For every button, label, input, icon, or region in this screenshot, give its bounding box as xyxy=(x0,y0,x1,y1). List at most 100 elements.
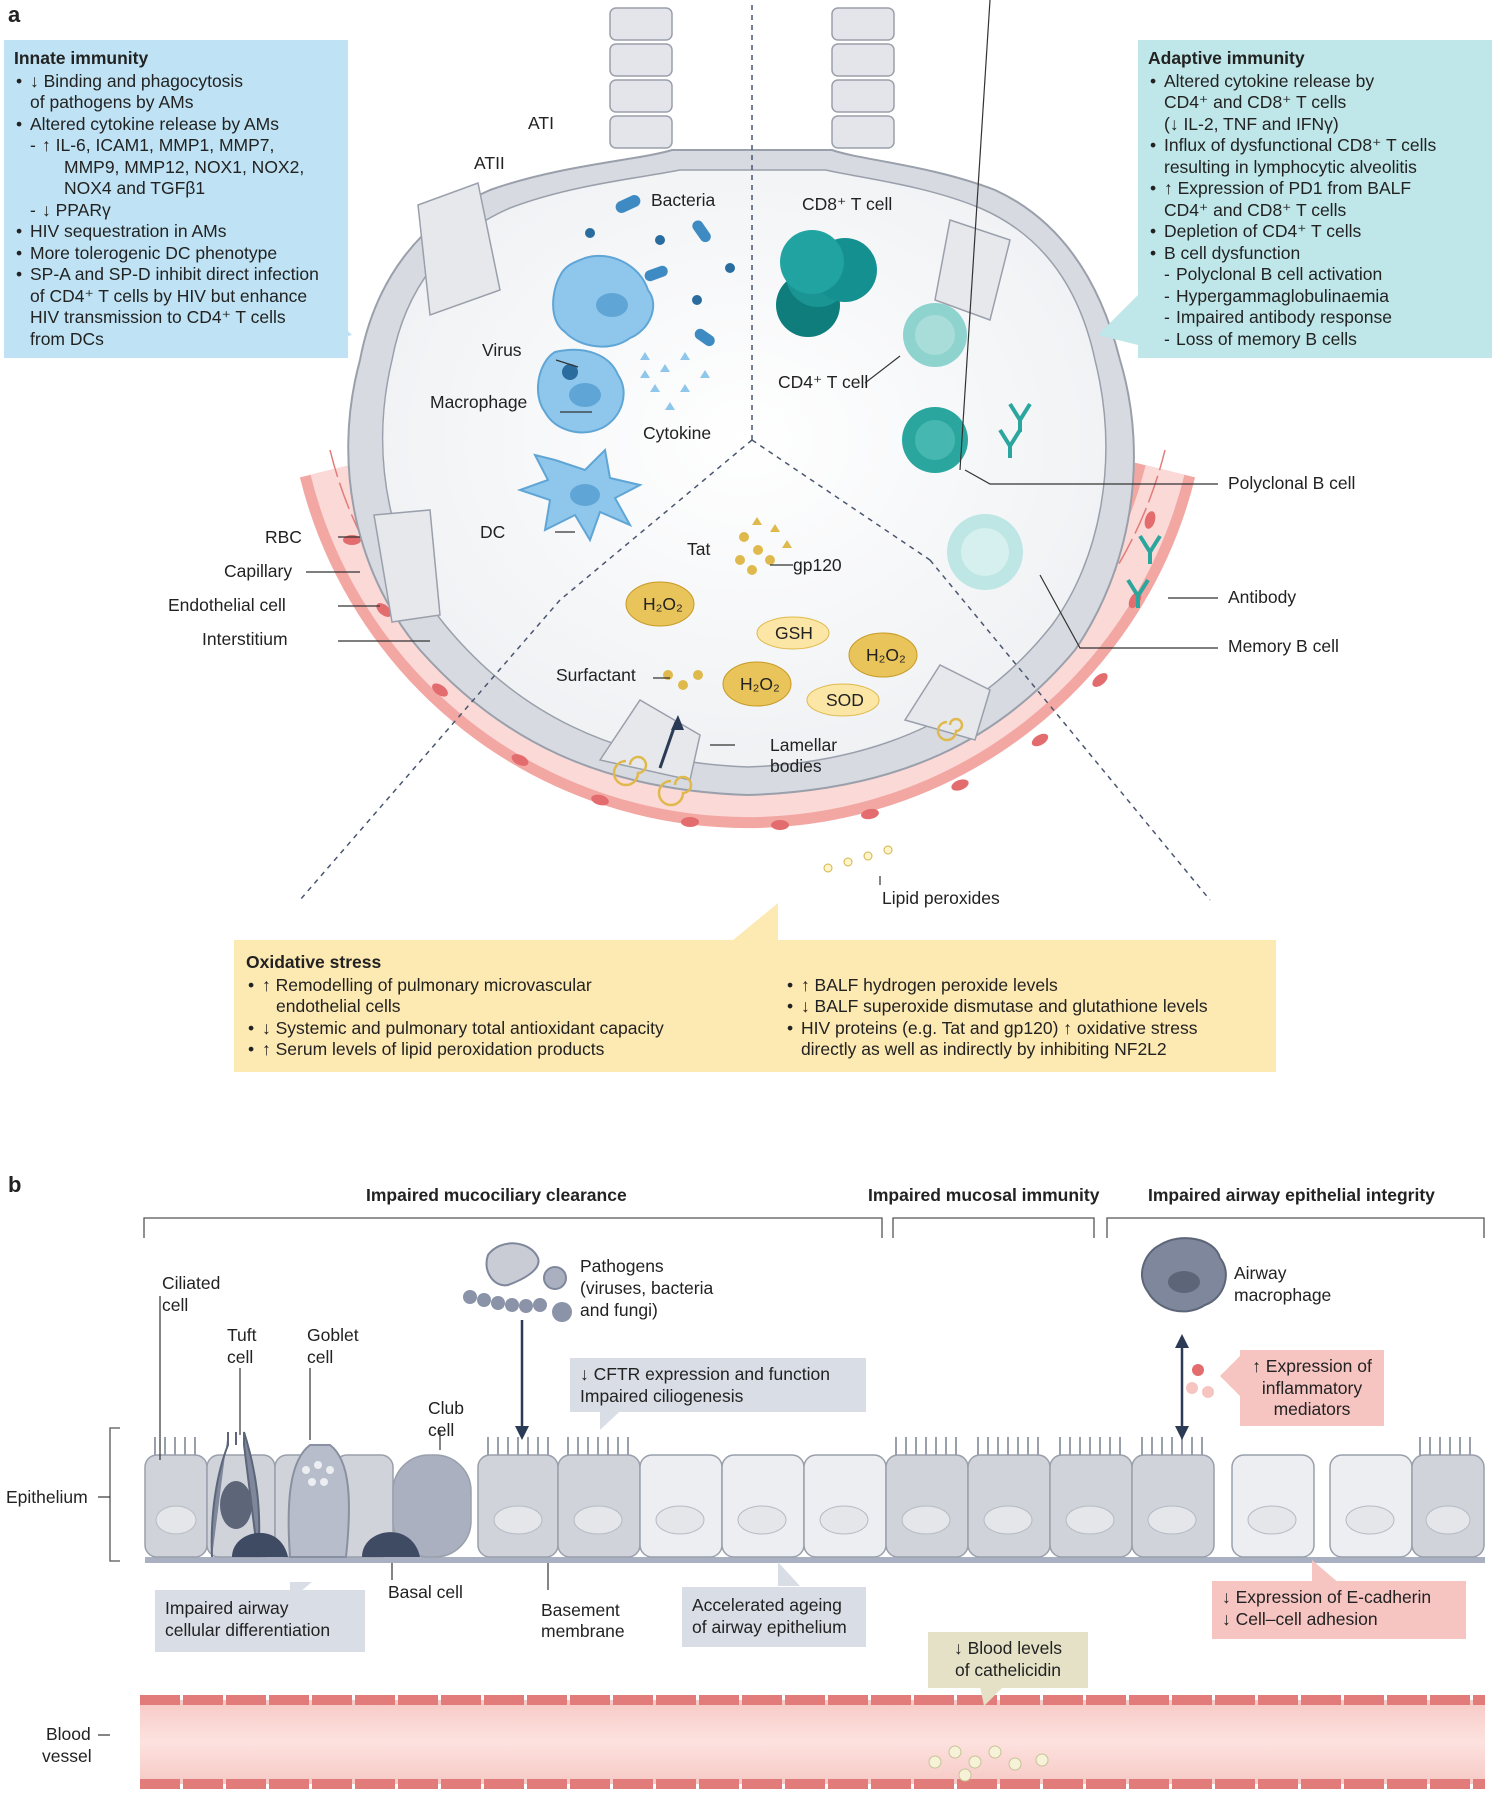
label-capillary: Capillary xyxy=(224,561,293,581)
label-h2o2: H₂O₂ xyxy=(740,674,780,694)
ecad-line: ↓ Cell–cell adhesion xyxy=(1222,1608,1378,1629)
label-club: cell xyxy=(428,1420,455,1440)
label-cytokine: Cytokine xyxy=(643,423,712,443)
adaptive-item: CD4⁺ and CD8⁺ T cells xyxy=(1164,92,1347,112)
cathelicidin-dots xyxy=(928,1745,1049,1782)
panel-letter-a: a xyxy=(8,2,21,27)
inflam-line: mediators xyxy=(1273,1399,1351,1419)
airway-tube xyxy=(609,7,895,149)
label-tuft: Tuft xyxy=(227,1325,257,1345)
innate-item: ↓ Binding and phagocytosis xyxy=(14,71,338,93)
diff-line: Impaired airway xyxy=(165,1598,289,1618)
innate-item: HIV sequestration in AMs xyxy=(14,221,338,243)
inflam-line: inflammatory xyxy=(1261,1377,1363,1398)
macrophage-arrowhead-up xyxy=(1175,1334,1189,1348)
innate-item: NOX4 and TGFβ1 xyxy=(64,178,206,198)
adaptive-item: Altered cytokine release by xyxy=(1148,71,1482,93)
virus-particles xyxy=(585,228,735,305)
header-brackets xyxy=(109,1217,1485,1562)
macrophage-arrowhead-down xyxy=(1175,1426,1189,1440)
label-goblet: Goblet xyxy=(307,1325,359,1345)
lamellar-bodies xyxy=(612,717,964,807)
cftr-line: Impaired ciliogenesis xyxy=(580,1385,744,1406)
leader-lines-a xyxy=(306,0,1218,885)
label-pathogens: and fungi) xyxy=(580,1300,658,1320)
polyclonal-b-cell xyxy=(902,407,968,473)
cilia xyxy=(154,1437,1471,1455)
differentiation-callout: Impaired airway cellular differentiation xyxy=(155,1590,365,1652)
adaptive-pointer xyxy=(1098,295,1138,345)
panel-letter-b: b xyxy=(8,1172,22,1197)
dc-cell xyxy=(516,447,643,543)
adaptive-item: ↑ Expression of PD1 from BALF xyxy=(1148,178,1482,200)
diff-line: cellular differentiation xyxy=(165,1619,331,1640)
adaptive-immunity-box: Adaptive immunity Altered cytokine relea… xyxy=(1138,40,1492,358)
label-goblet: cell xyxy=(307,1347,334,1367)
label-polyclonal: Polyclonal B cell xyxy=(1228,473,1356,493)
innate-item: of pathogens by AMs xyxy=(30,92,194,112)
innate-title: Innate immunity xyxy=(14,48,149,68)
innate-immunity-box: Innate immunity ↓ Binding and phagocytos… xyxy=(4,40,348,358)
adaptive-item: resulting in lymphocytic alveolitis xyxy=(1164,156,1417,177)
innate-item: ↑ IL-6, ICAM1, MMP1, MMP7, xyxy=(14,135,338,157)
cd4-t-cell xyxy=(903,303,967,367)
innate-item: ↓ PPARγ xyxy=(14,200,338,222)
ageing-line: of airway epithelium xyxy=(692,1616,847,1637)
oxidative-item: endothelial cells xyxy=(276,996,401,1016)
label-blood: vessel xyxy=(42,1746,92,1766)
label-tuft: cell xyxy=(227,1347,254,1367)
bacteria xyxy=(615,195,715,347)
label-gp120: gp120 xyxy=(793,555,842,575)
ecadherin-callout: ↓ Expression of E-cadherin ↓ Cell–cell a… xyxy=(1212,1581,1466,1639)
cath-pointer xyxy=(980,1686,1004,1706)
label-sod: SOD xyxy=(826,690,864,710)
adaptive-item: CD4⁺ and CD8⁺ T cells xyxy=(1164,199,1347,220)
label-lamellar: Lamellar xyxy=(770,735,838,755)
label-epithelium: Epithelium xyxy=(6,1487,88,1507)
label-dc: DC xyxy=(480,522,506,542)
adaptive-title: Adaptive immunity xyxy=(1148,48,1305,68)
ageing-line: Accelerated ageing xyxy=(692,1595,842,1615)
label-cd8: CD8⁺ T cell xyxy=(802,194,893,214)
innate-item: MMP9, MMP12, NOX1, NOX2, xyxy=(64,156,305,177)
ageing-callout: Accelerated ageing of airway epithelium xyxy=(682,1587,866,1647)
basement-membrane xyxy=(145,1557,1485,1563)
cftr-line: ↓ CFTR expression and function xyxy=(580,1364,830,1384)
innate-item: More tolerogenic DC phenotype xyxy=(14,243,338,265)
cath-line: ↓ Blood levels xyxy=(954,1638,1062,1658)
oxidative-item: ↓ BALF superoxide dismutase and glutathi… xyxy=(785,996,1264,1018)
oxidative-pointer xyxy=(733,903,778,940)
adaptive-item: Influx of dysfunctional CD8⁺ T cells xyxy=(1148,135,1482,157)
label-blood: Blood xyxy=(46,1724,91,1744)
cd8-t-cells xyxy=(776,230,877,337)
header-mucociliary: Impaired mucociliary clearance xyxy=(366,1185,627,1205)
label-ciliated: cell xyxy=(162,1295,189,1315)
label-ati: ATI xyxy=(528,113,554,133)
adaptive-item: B cell dysfunction xyxy=(1148,243,1482,265)
label-surfactant: Surfactant xyxy=(556,665,636,685)
label-interstitium: Interstitium xyxy=(202,629,288,649)
adaptive-item: Loss of memory B cells xyxy=(1148,329,1482,351)
rbc-cells xyxy=(343,511,1156,830)
adaptive-item: Depletion of CD4⁺ T cells xyxy=(1148,221,1482,243)
blood-vessel xyxy=(140,1695,1485,1789)
label-bacteria: Bacteria xyxy=(651,190,716,210)
label-memory: Memory B cell xyxy=(1228,636,1339,656)
innate-item: SP-A and SP-D inhibit direct infection xyxy=(14,264,338,286)
label-basal: Basal cell xyxy=(388,1582,463,1602)
inflammatory-mediators xyxy=(1186,1364,1214,1398)
ecad-line: ↓ Expression of E-cadherin xyxy=(1222,1587,1432,1607)
label-h2o2: H₂O₂ xyxy=(643,594,683,614)
cftr-callout: ↓ CFTR expression and function Impaired … xyxy=(570,1358,866,1412)
oxidative-item: ↓ Systemic and pulmonary total antioxida… xyxy=(246,1018,785,1040)
label-club: Club xyxy=(428,1398,464,1418)
label-pathogens: (viruses, bacteria xyxy=(580,1278,714,1298)
label-lipid-peroxides: Lipid peroxides xyxy=(882,888,1000,908)
oxidative-item: directly as well as indirectly by inhibi… xyxy=(800,1039,1167,1059)
oxidative-title: Oxidative stress xyxy=(246,952,382,972)
label-pathogens: Pathogens xyxy=(580,1256,664,1276)
goblet-cell xyxy=(287,1444,350,1558)
innate-item: from DCs xyxy=(30,328,104,349)
ecad-pointer xyxy=(1312,1560,1340,1584)
adaptive-item: (↓ IL-2, TNF and IFNγ) xyxy=(1164,113,1339,134)
